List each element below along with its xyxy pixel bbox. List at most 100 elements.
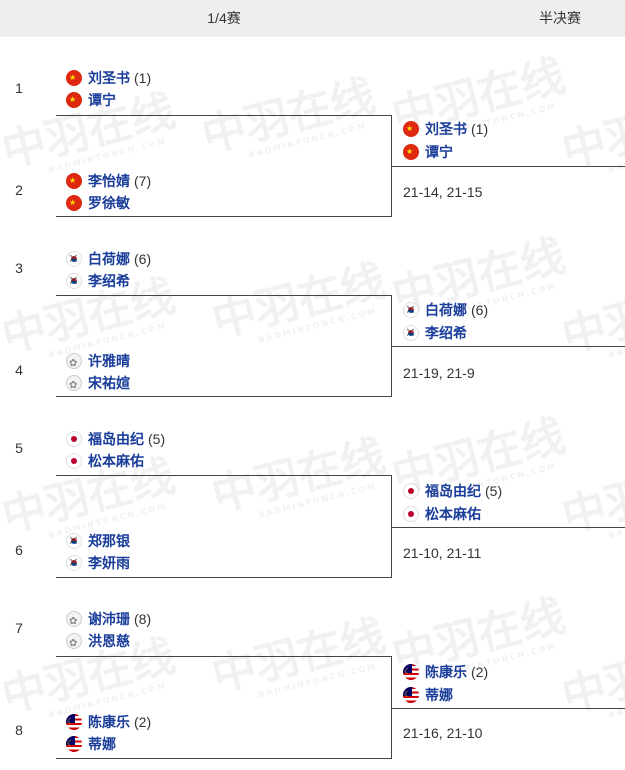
bracket-line — [391, 295, 392, 397]
korea-flag-icon — [66, 251, 82, 267]
bracket-line — [56, 115, 392, 116]
player-name[interactable]: 谭宁 — [88, 92, 116, 108]
player-entry[interactable]: 福岛由纪(5) — [403, 480, 502, 502]
player-seed: (2) — [471, 664, 489, 680]
player-entry[interactable]: 松本麻佑 — [66, 450, 144, 472]
player-name[interactable]: 白荷娜 — [425, 302, 467, 318]
player-seed: (2) — [134, 714, 152, 730]
bracket-line — [56, 295, 392, 296]
malaysia-flag-icon — [66, 736, 82, 752]
watermark-sub: BADMINTONCN.COM — [607, 681, 625, 720]
player-entry[interactable]: 李绍希 — [66, 270, 130, 292]
player-name[interactable]: 福岛由纪 — [425, 483, 481, 499]
player-name[interactable]: 谭宁 — [425, 144, 453, 160]
watermark-sub: BADMINTONCN.COM — [607, 321, 625, 360]
player-name[interactable]: 陈康乐 — [88, 714, 130, 730]
player-entry[interactable]: 宋祐媗 — [66, 372, 130, 394]
malaysia-flag-icon — [403, 687, 419, 703]
match-number: 3 — [15, 260, 23, 276]
player-name[interactable]: 松本麻佑 — [88, 453, 144, 469]
player-entry[interactable]: 谭宁 — [66, 89, 116, 111]
japan-flag-icon — [403, 483, 419, 499]
player-entry[interactable]: 蒂娜 — [403, 684, 453, 706]
player-name[interactable]: 李绍希 — [88, 273, 130, 289]
chinese-taipei-flag-icon — [66, 633, 82, 649]
player-entry[interactable]: 郑那银 — [66, 530, 130, 552]
player-name[interactable]: 罗徐敏 — [88, 195, 130, 211]
china-flag-icon — [403, 144, 419, 160]
player-entry[interactable]: 白荷娜(6) — [403, 299, 488, 321]
player-name[interactable]: 李怡婧 — [88, 173, 130, 189]
chinese-taipei-flag-icon — [66, 375, 82, 391]
player-entry[interactable]: 谭宁 — [403, 141, 453, 163]
bracket-line — [391, 656, 392, 759]
player-entry[interactable]: 陈康乐(2) — [66, 711, 151, 733]
japan-flag-icon — [403, 506, 419, 522]
player-name[interactable]: 谢沛珊 — [88, 611, 130, 627]
player-name[interactable]: 许雅晴 — [88, 353, 130, 369]
player-entry[interactable]: 罗徐敏 — [66, 192, 130, 214]
match-number: 1 — [15, 80, 23, 96]
match-number: 5 — [15, 440, 23, 456]
watermark-text: 中羽在线 — [206, 255, 391, 348]
bracket-line — [56, 656, 392, 657]
player-name[interactable]: 李妍雨 — [88, 555, 130, 571]
bracket-line — [392, 346, 625, 347]
player-name[interactable]: 李绍希 — [425, 325, 467, 341]
match-score: 21-10, 21-11 — [403, 545, 482, 561]
player-seed: (6) — [134, 251, 152, 267]
malaysia-flag-icon — [403, 664, 419, 680]
player-name[interactable]: 蒂娜 — [88, 736, 116, 752]
watermark-sub: BADMINTONCN.COM — [607, 501, 625, 540]
player-seed: (6) — [471, 302, 489, 318]
player-seed: (5) — [485, 483, 503, 499]
player-entry[interactable]: 刘圣书(1) — [403, 118, 488, 140]
match-score: 21-16, 21-10 — [403, 725, 483, 741]
bracket-line — [392, 527, 625, 528]
bracket-line — [56, 758, 392, 759]
china-flag-icon — [66, 173, 82, 189]
match-score: 21-14, 21-15 — [403, 184, 483, 200]
player-name[interactable]: 宋祐媗 — [88, 375, 130, 391]
player-entry[interactable]: 福岛由纪(5) — [66, 428, 165, 450]
watermark-text: 中羽在线 — [196, 70, 381, 163]
player-entry[interactable]: 刘圣书(1) — [66, 67, 151, 89]
player-entry[interactable]: 蒂娜 — [66, 733, 116, 755]
player-entry[interactable]: 许雅晴 — [66, 350, 130, 372]
player-entry[interactable]: 谢沛珊(8) — [66, 608, 151, 630]
player-entry[interactable]: 陈康乐(2) — [403, 661, 488, 683]
player-entry[interactable]: 李绍希 — [403, 322, 467, 344]
player-entry[interactable]: 洪恩慈 — [66, 630, 130, 652]
japan-flag-icon — [66, 431, 82, 447]
player-name[interactable]: 洪恩慈 — [88, 633, 130, 649]
player-name[interactable]: 福岛由纪 — [88, 431, 144, 447]
match-number: 7 — [15, 620, 23, 636]
player-name[interactable]: 松本麻佑 — [425, 506, 481, 522]
korea-flag-icon — [403, 302, 419, 318]
china-flag-icon — [66, 70, 82, 86]
semifinal-header: 半决赛 — [539, 10, 581, 26]
player-entry[interactable]: 李妍雨 — [66, 552, 130, 574]
bracket-header: 1/4赛 半决赛 — [0, 0, 625, 37]
watermark-text: 中羽在线 — [556, 270, 625, 363]
watermark-sub: BADMINTONCN.COM — [47, 136, 168, 175]
player-entry[interactable]: 白荷娜(6) — [66, 248, 151, 270]
bracket-line — [56, 577, 392, 578]
player-name[interactable]: 刘圣书 — [88, 70, 130, 86]
player-name[interactable]: 郑那银 — [88, 533, 130, 549]
player-name[interactable]: 白荷娜 — [88, 251, 130, 267]
player-name[interactable]: 陈康乐 — [425, 664, 467, 680]
player-entry[interactable]: 松本麻佑 — [403, 503, 481, 525]
china-flag-icon — [403, 121, 419, 137]
bracket-line — [391, 475, 392, 578]
player-name[interactable]: 蒂娜 — [425, 687, 453, 703]
player-name[interactable]: 刘圣书 — [425, 121, 467, 137]
watermark-sub: BADMINTONCN.COM — [257, 661, 378, 700]
match-number: 8 — [15, 722, 23, 738]
player-entry[interactable]: 李怡婧(7) — [66, 170, 151, 192]
watermark-text: 中羽在线 — [206, 430, 391, 523]
match-number: 4 — [15, 362, 23, 378]
watermark-text: 中羽在线 — [556, 450, 625, 543]
watermark-sub: BADMINTONCN.COM — [257, 306, 378, 345]
